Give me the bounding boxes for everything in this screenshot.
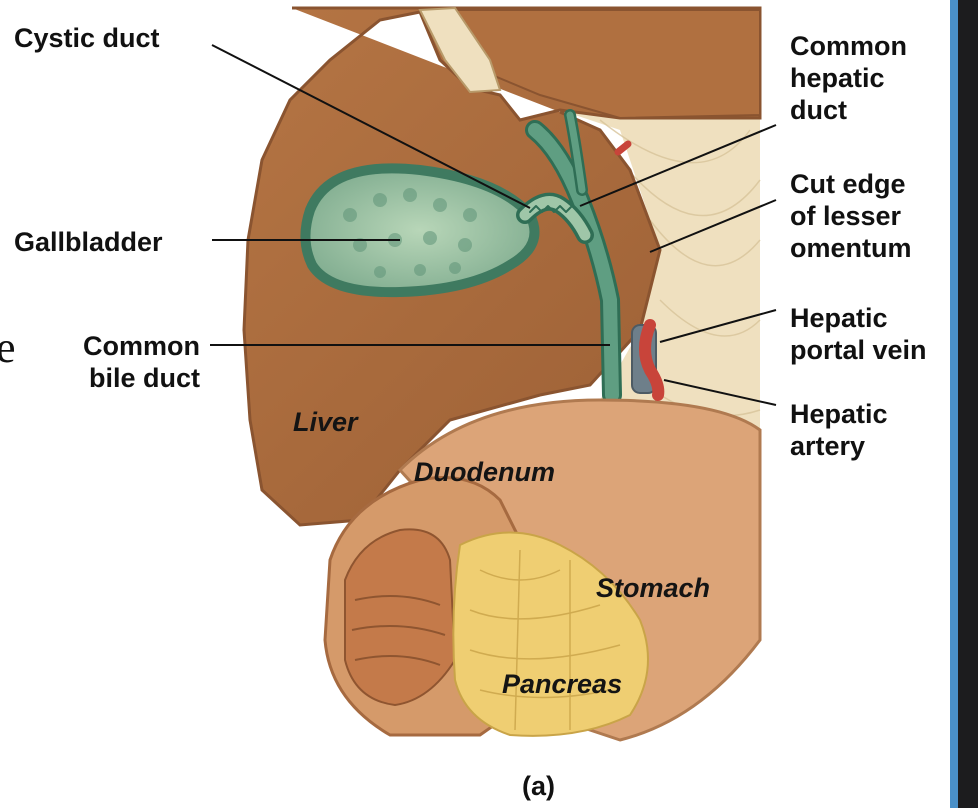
cropped-text-fragment: e bbox=[0, 322, 16, 373]
hepatic-artery-label: Hepatic artery bbox=[790, 398, 888, 462]
hepatic-portal-vein-label: Hepatic portal vein bbox=[790, 302, 927, 366]
gallbladder-label: Gallbladder bbox=[14, 226, 163, 258]
common-hepatic-duct-label: Common hepatic duct bbox=[790, 30, 907, 126]
stomach-label: Stomach bbox=[596, 572, 710, 604]
cut-edge-lesser-omentum-label: Cut edge of lesser omentum bbox=[790, 168, 912, 264]
panel-label: (a) bbox=[522, 770, 555, 802]
cystic-duct-label: Cystic duct bbox=[14, 22, 160, 54]
liver-label: Liver bbox=[293, 406, 358, 438]
duodenum-label: Duodenum bbox=[414, 456, 555, 488]
accent-stripe bbox=[950, 0, 958, 808]
right-edge-bar bbox=[950, 0, 978, 808]
common-bile-duct-label: Common bile duct bbox=[40, 330, 200, 394]
pancreas-label: Pancreas bbox=[502, 668, 622, 700]
duodenum-lumen bbox=[345, 529, 455, 705]
